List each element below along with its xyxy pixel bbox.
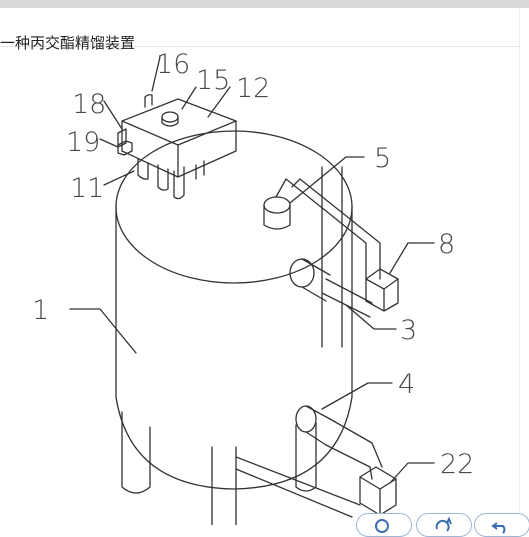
leader-5 bbox=[289, 156, 365, 204]
leg-front bbox=[211, 446, 237, 525]
label-11: 11 bbox=[70, 173, 104, 204]
leg-left bbox=[121, 411, 151, 494]
label-4: 4 bbox=[398, 369, 415, 400]
tank-top bbox=[115, 130, 353, 284]
leader-3 bbox=[345, 304, 397, 330]
rotate-icon bbox=[435, 517, 452, 532]
patent-figure: 1 16 15 12 18 19 11 5 8 3 4 22 bbox=[0, 47, 519, 525]
pipe-d bbox=[195, 160, 205, 180]
label-15: 15 bbox=[196, 65, 230, 96]
pipe-3 bbox=[321, 278, 373, 318]
label-16: 16 bbox=[156, 49, 190, 80]
box-top-face bbox=[121, 98, 237, 146]
page-title: 一种丙交酯精馏装置 bbox=[0, 34, 136, 52]
box-22-top bbox=[359, 466, 397, 490]
box-8-top bbox=[365, 268, 399, 290]
pipe-5 bbox=[275, 178, 381, 280]
label-3: 3 bbox=[400, 315, 417, 346]
pipe-c bbox=[173, 166, 185, 200]
leg-back bbox=[321, 166, 343, 348]
zoom-button[interactable] bbox=[356, 513, 412, 537]
leader-19 bbox=[99, 138, 119, 148]
scrollbar[interactable] bbox=[519, 8, 529, 525]
label-8: 8 bbox=[438, 229, 455, 260]
label-18: 18 bbox=[72, 89, 106, 120]
part-15-cap bbox=[161, 111, 179, 123]
leader-1 bbox=[69, 308, 137, 354]
tank-bottom bbox=[115, 396, 353, 490]
leader-18 bbox=[103, 100, 123, 130]
pipe-b bbox=[157, 164, 169, 191]
leader-16 bbox=[151, 56, 161, 92]
block-18 bbox=[117, 128, 127, 148]
bottom-frame bbox=[235, 456, 361, 518]
leader-8 bbox=[389, 242, 435, 274]
post-16 bbox=[144, 94, 153, 108]
leader-15 bbox=[181, 86, 197, 110]
undo-button[interactable] bbox=[474, 513, 529, 537]
label-5: 5 bbox=[374, 143, 391, 174]
label-1: 1 bbox=[32, 295, 49, 326]
rotate-button[interactable] bbox=[416, 513, 472, 537]
window-top-strip bbox=[0, 0, 529, 8]
leader-22 bbox=[389, 462, 435, 484]
nozzle-5 bbox=[263, 196, 291, 214]
box-right-face bbox=[177, 120, 237, 178]
box-left-face bbox=[121, 120, 179, 178]
box-22 bbox=[359, 476, 397, 516]
zoom-icon bbox=[375, 519, 389, 533]
label-12: 12 bbox=[236, 73, 270, 104]
pipe-4 bbox=[325, 418, 383, 480]
box-8 bbox=[365, 278, 399, 312]
figure-drawing: 1 16 15 12 18 19 11 5 8 3 4 22 bbox=[32, 49, 474, 525]
label-22: 22 bbox=[440, 449, 474, 480]
undo-icon bbox=[491, 522, 506, 534]
block-19 bbox=[117, 140, 133, 156]
label-19: 19 bbox=[66, 127, 100, 158]
leader-4 bbox=[321, 382, 393, 410]
header-bar: 一种丙交酯精馏装置 bbox=[0, 8, 529, 52]
leader-11 bbox=[103, 170, 135, 186]
pipe-a bbox=[137, 158, 149, 180]
leader-12 bbox=[207, 86, 231, 118]
